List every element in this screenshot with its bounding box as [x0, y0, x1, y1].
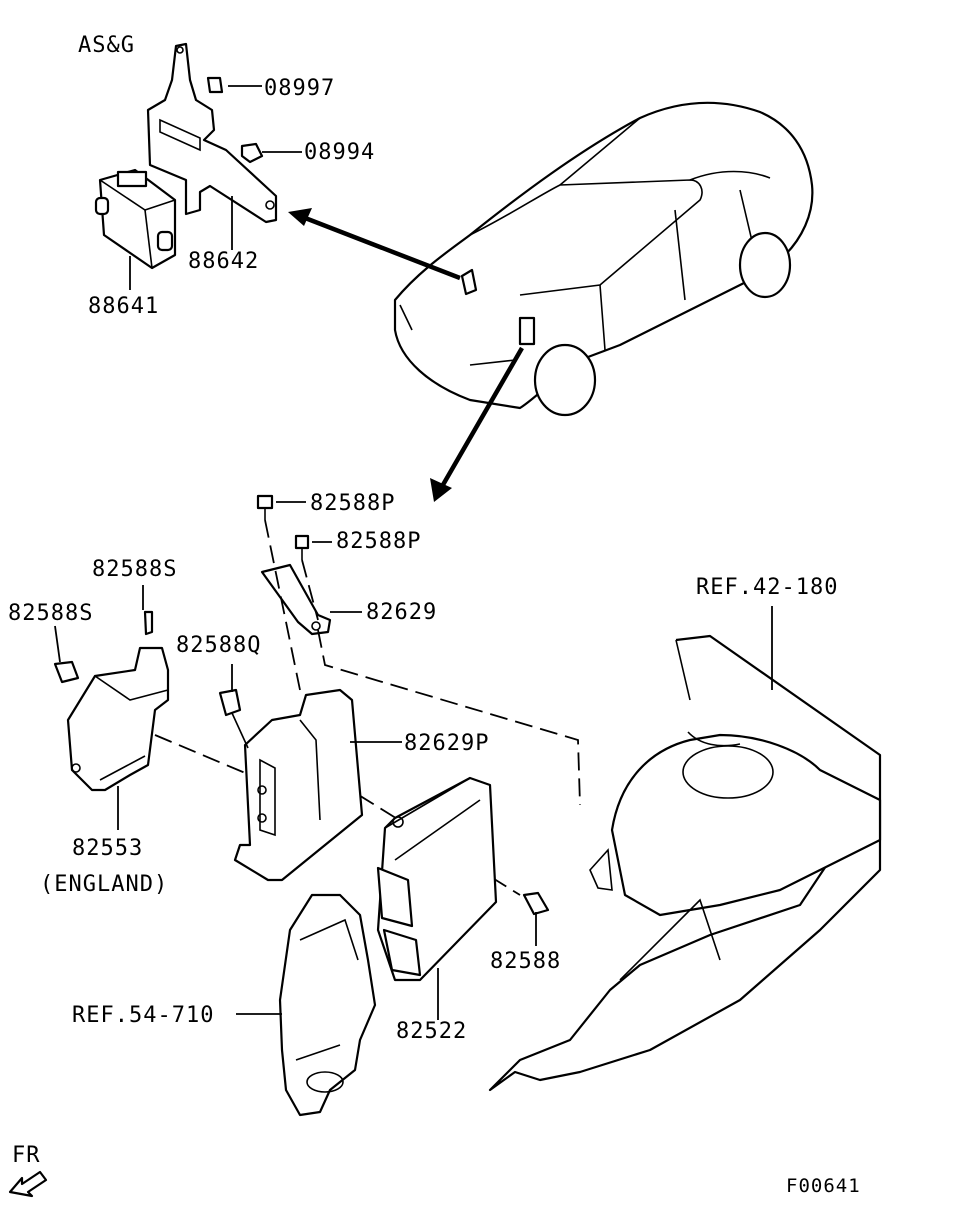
label-82588P-a: 82588P: [310, 491, 395, 516]
label-88641: 88641: [88, 294, 159, 319]
label-82629: 82629: [366, 600, 437, 625]
label-england: (ENGLAND): [40, 872, 168, 897]
figure-code: F00641: [786, 1175, 861, 1197]
callout-arrows: [288, 208, 524, 502]
label-82588S-a: 82588S: [92, 557, 177, 582]
ecu-82522: [376, 776, 550, 1020]
label-82588S-b: 82588S: [8, 601, 93, 626]
label-08994: 08994: [304, 140, 375, 165]
label-asg: AS&G: [78, 33, 135, 58]
label-08997: 08997: [264, 76, 335, 101]
duct-ref54: [236, 893, 377, 1117]
label-82588: 82588: [490, 949, 561, 974]
body-panel-ref42: [488, 606, 882, 1092]
label-ref42-180: REF.42-180: [696, 575, 838, 600]
unit-82553: [53, 585, 170, 830]
label-82629P: 82629P: [404, 731, 489, 756]
asg-unit-group: [94, 42, 302, 290]
label-88642: 88642: [188, 249, 259, 274]
vehicle-outline: [393, 101, 814, 417]
front-direction-arrow-icon: [8, 1170, 48, 1198]
label-82588P-b: 82588P: [336, 529, 421, 554]
label-82553: 82553: [72, 836, 143, 861]
label-82522: 82522: [396, 1019, 467, 1044]
label-ref54-710: REF.54-710: [72, 1003, 214, 1028]
bracket-assembly: [154, 494, 581, 896]
label-82588Q: 82588Q: [176, 633, 261, 658]
label-fr: FR: [12, 1143, 41, 1168]
